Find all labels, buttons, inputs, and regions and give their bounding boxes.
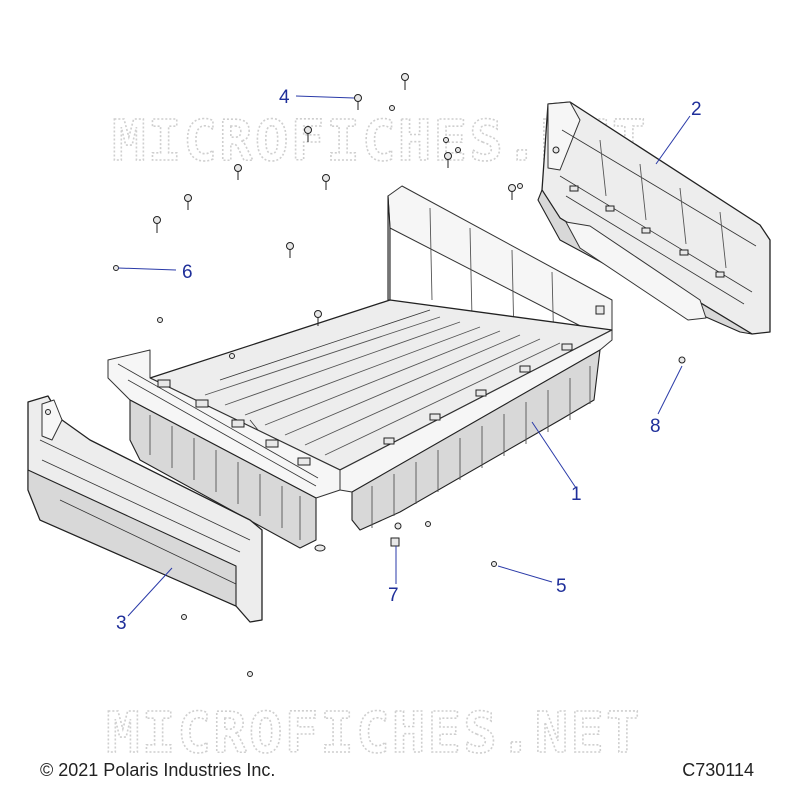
callout-labels: 1 2 3 4 5 6 7 8 — [116, 87, 702, 634]
callout-2: 2 — [691, 99, 702, 120]
copyright-text: © 2021 Polaris Industries Inc. — [40, 760, 276, 780]
callout-8: 8 — [650, 416, 661, 437]
callout-5: 5 — [556, 576, 567, 597]
leader-lines — [117, 95, 691, 617]
cargo-box-tub — [107, 185, 613, 552]
callout-3: 3 — [116, 613, 127, 634]
callout-7: 7 — [388, 585, 399, 606]
callout-6: 6 — [182, 262, 193, 283]
callout-4: 4 — [279, 87, 290, 108]
watermark-bottom: MICROFICHES.NET — [106, 701, 642, 766]
callout-1: 1 — [571, 484, 582, 505]
right-side-panel — [537, 101, 771, 335]
left-side-panel — [27, 395, 263, 623]
fasteners — [113, 73, 686, 677]
diagram-code: C730114 — [682, 760, 754, 780]
